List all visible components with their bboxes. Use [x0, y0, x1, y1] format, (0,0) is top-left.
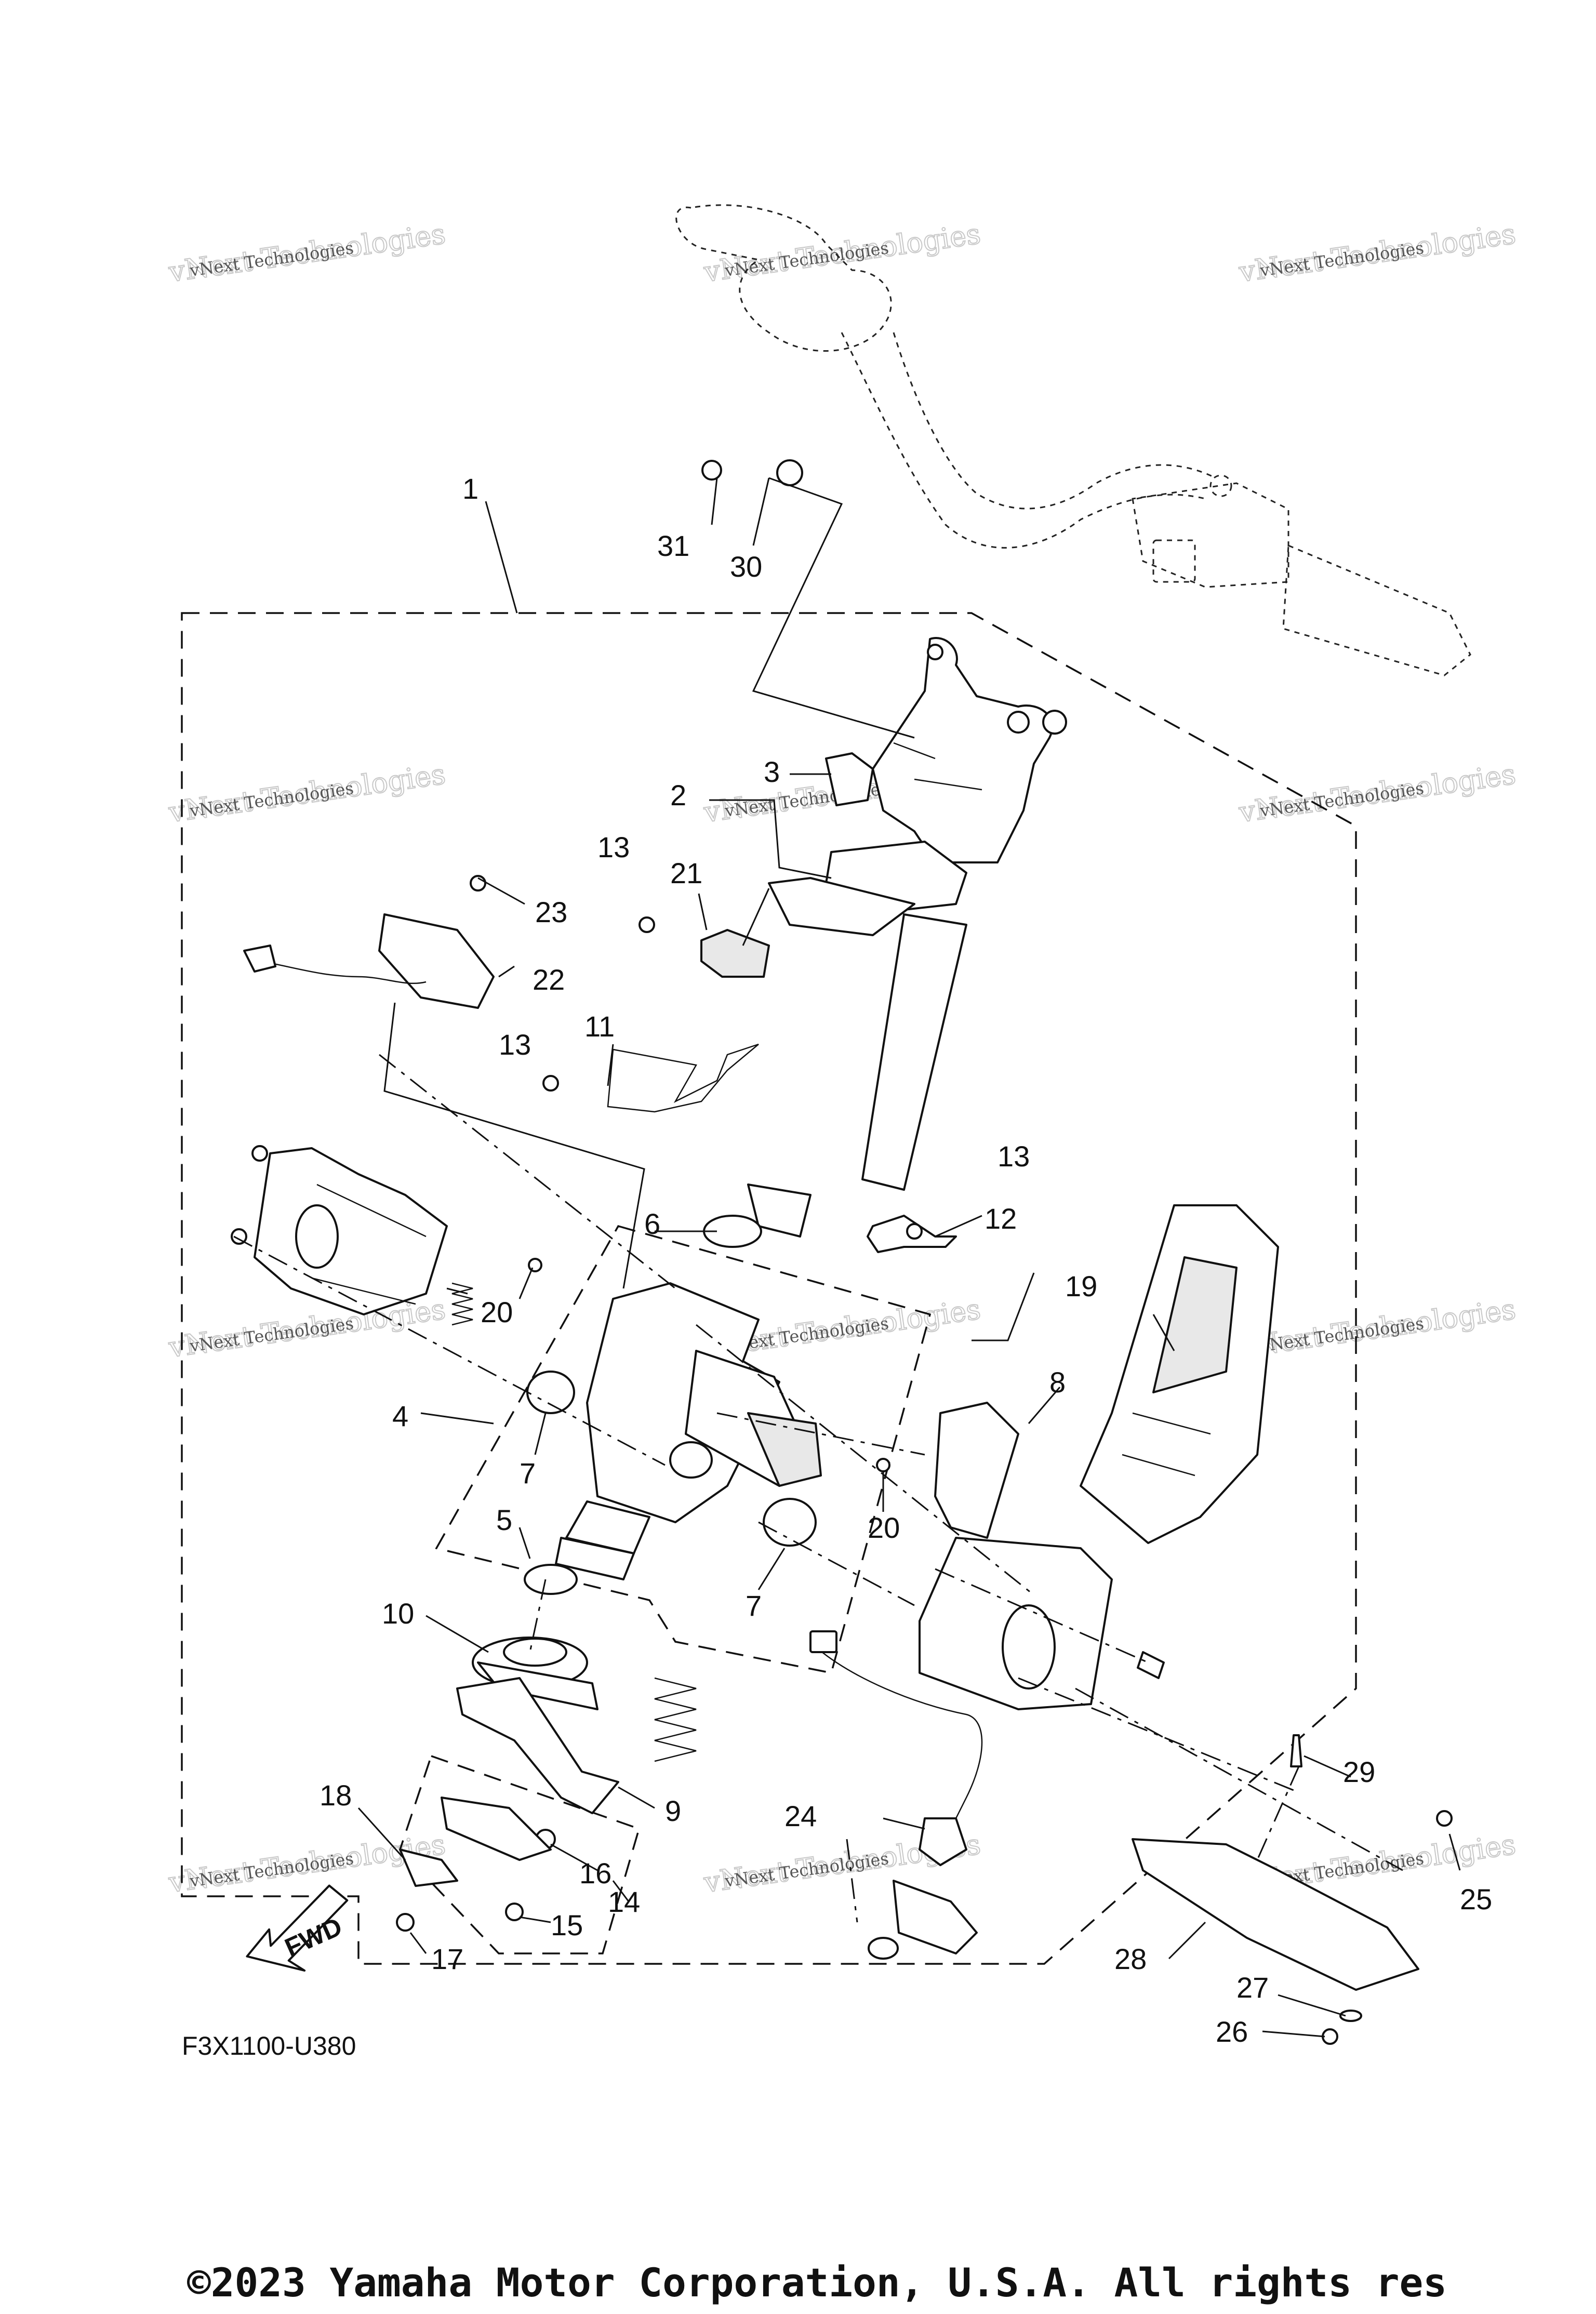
callout-3: 3 [764, 755, 780, 788]
callout-25: 25 [1460, 1883, 1492, 1916]
callout-19: 19 [1065, 1270, 1097, 1302]
callout-14: 14 [608, 1885, 640, 1918]
callout-9: 9 [665, 1794, 681, 1827]
callout-28: 28 [1114, 1943, 1147, 1975]
copyright-text: ©2023 Yamaha Motor Corporation, U.S.A. A… [187, 2259, 1447, 2306]
part-21 [700, 929, 770, 978]
nut-26 [1322, 2028, 1338, 2045]
bracket-19 [1080, 1204, 1279, 1544]
callout-8: 8 [1049, 1366, 1066, 1399]
pin-29 [1290, 1734, 1302, 1767]
reference-lines [233, 1054, 1403, 1923]
callout-24: 24 [784, 1800, 817, 1832]
part-8 [934, 1402, 1019, 1539]
callout-13a: 13 [597, 831, 630, 863]
callout-30: 30 [730, 550, 762, 583]
callout-5: 5 [496, 1504, 512, 1536]
handlebar-reference [675, 204, 1471, 676]
part-24 [809, 1630, 983, 1960]
bolt-13a [639, 916, 655, 933]
callout-21: 21 [670, 857, 702, 889]
part-28 [1132, 1838, 1419, 1991]
callout-26: 26 [1216, 2015, 1248, 2048]
callout-layer: 1 2 3 4 5 6 7 7 8 9 10 11 12 13 13 13 14… [320, 472, 1492, 2048]
subassembly-outline-4 [435, 1225, 932, 1674]
callout-29: 29 [1343, 1756, 1375, 1788]
nut-20b [876, 1458, 890, 1472]
part-3 [825, 752, 874, 806]
callout-2: 2 [670, 779, 686, 812]
washer-27 [1339, 2010, 1362, 2022]
bracket-left [231, 1145, 448, 1315]
callout-17: 17 [431, 1943, 463, 1975]
callout-13c: 13 [998, 1140, 1030, 1173]
callout-11: 11 [584, 1010, 615, 1043]
part-22 [243, 913, 495, 1009]
callout-20a: 20 [481, 1296, 513, 1328]
bolt-25 [1436, 1810, 1453, 1827]
callout-16: 16 [579, 1857, 611, 1890]
callout-31: 31 [657, 529, 689, 562]
assembly-outline [181, 612, 1357, 1965]
callout-20b: 20 [868, 1511, 900, 1544]
subassembly-outline-14 [399, 1754, 641, 1954]
fwd-arrow: FWD [246, 1884, 349, 1972]
callout-4: 4 [392, 1400, 408, 1432]
callout-22: 22 [533, 963, 565, 996]
diagram-code: F3X1100-U380 [182, 2031, 356, 2060]
callout-27: 27 [1236, 1971, 1269, 2004]
callout-1: 1 [462, 472, 478, 505]
steering-column [747, 637, 1067, 1238]
part-5 [524, 1564, 578, 1595]
callout-23: 23 [535, 896, 567, 928]
callout-7b: 7 [746, 1589, 762, 1622]
bolt-17 [396, 1913, 415, 1932]
part-10 [472, 1637, 598, 1710]
callout-7a: 7 [520, 1457, 536, 1490]
callout-6: 6 [644, 1207, 660, 1240]
callout-12: 12 [985, 1202, 1017, 1235]
part-7a [526, 1371, 575, 1414]
tilt-bracket [555, 1282, 822, 1580]
nut-20a [528, 1258, 542, 1272]
bolt-31 [701, 460, 722, 481]
part-14 [441, 1797, 552, 1861]
part-7b [763, 1498, 817, 1547]
bracket-lower-right [919, 1537, 1165, 1710]
callout-15: 15 [551, 1909, 583, 1941]
callout-13b: 13 [499, 1028, 531, 1061]
spring-left [451, 1282, 473, 1326]
callout-18: 18 [320, 1779, 352, 1812]
spring-center [654, 1677, 697, 1762]
callout-10: 10 [382, 1597, 414, 1630]
part-11 [607, 1043, 759, 1113]
part-18 [399, 1848, 458, 1887]
bolt-15 [505, 1903, 524, 1921]
bolt-13b [542, 1075, 559, 1092]
leader-lines [357, 477, 1461, 2038]
part-9 [456, 1677, 619, 1814]
bolt-13c [906, 1223, 923, 1240]
